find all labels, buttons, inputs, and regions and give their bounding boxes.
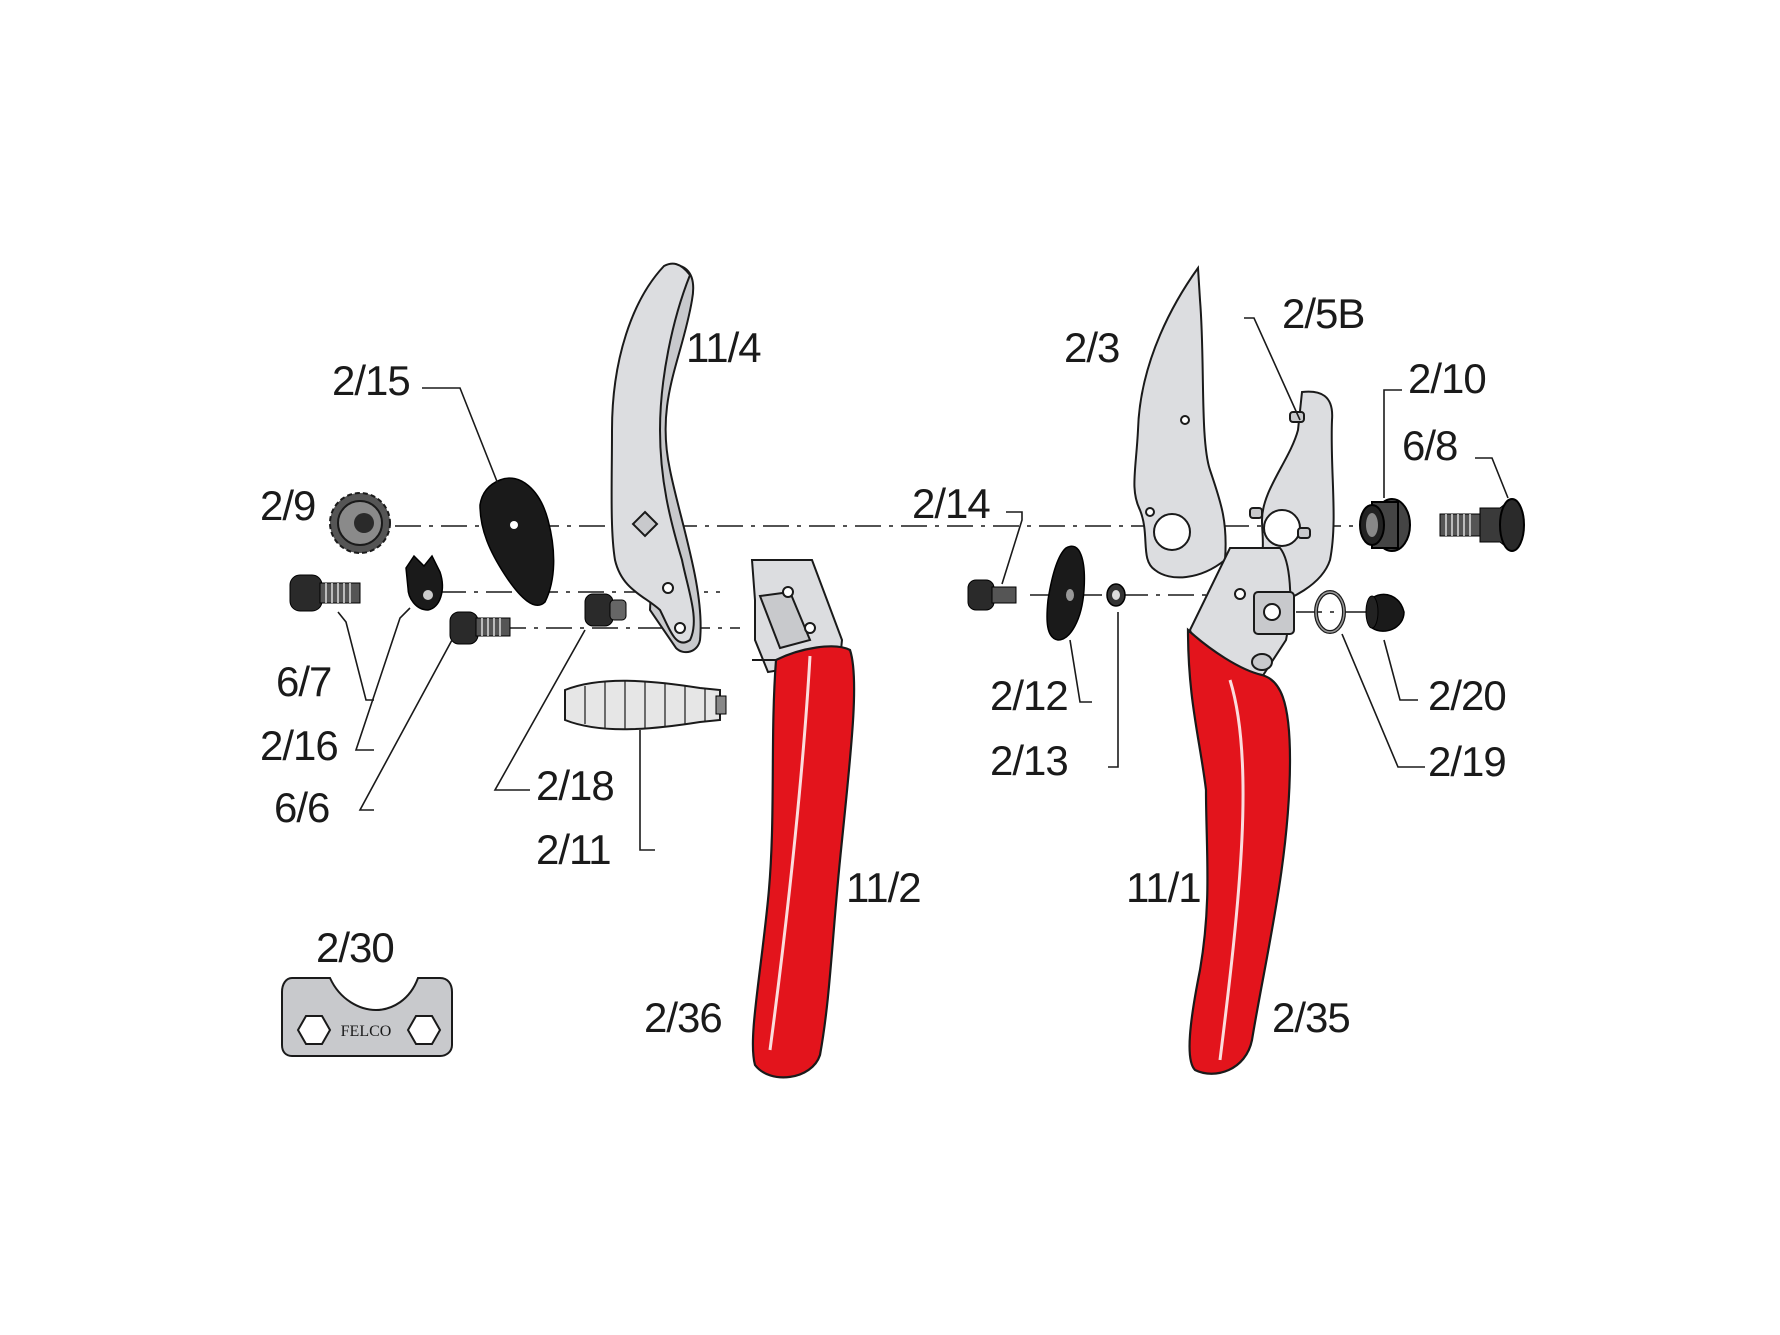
bolt-part-6-6 (449, 611, 511, 645)
label-2-9: 2/9 (260, 482, 315, 529)
bolt-part-6-7 (289, 574, 361, 612)
label-2-14: 2/14 (912, 480, 990, 527)
label-2-18: 2/18 (536, 762, 614, 809)
plate-part-2-15 (479, 477, 555, 606)
handle-part-11-1 (1186, 547, 1295, 1075)
label-6-6: 6/6 (274, 784, 329, 831)
bushing-part-2-10 (1359, 498, 1411, 552)
spring-part-2-11 (564, 679, 727, 731)
handle-part-11-2 (750, 559, 856, 1079)
label-2-3: 2/3 (1064, 324, 1119, 371)
label-2-16: 2/16 (260, 722, 338, 769)
pivot-bolt-part-6-8 (1439, 498, 1525, 552)
anvil-blade-part-11-4 (610, 262, 702, 654)
label-2-11: 2/11 (536, 826, 611, 873)
label-2-30: 2/30 (316, 924, 394, 971)
label-2-15: 2/15 (332, 357, 410, 404)
label-2-35: 2/35 (1272, 994, 1350, 1041)
nut-part-2-18 (584, 593, 627, 627)
label-2-20: 2/20 (1428, 672, 1506, 719)
part-labels: 11/4 2/15 2/9 6/7 2/16 6/6 2/18 2/11 11/… (260, 290, 1507, 1041)
screw-part-2-14 (967, 579, 1017, 611)
label-11-4: 11/4 (686, 324, 761, 371)
label-6-8: 6/8 (1402, 422, 1457, 469)
blade-part-2-3 (1133, 265, 1227, 579)
label-11-1: 11/1 (1126, 864, 1201, 911)
cap-nut-part-2-20 (1365, 593, 1405, 632)
label-2-12: 2/12 (990, 672, 1068, 719)
gear-nut-part-2-9 (329, 492, 391, 554)
washer-part-2-13 (1106, 583, 1126, 607)
label-6-7: 6/7 (276, 658, 331, 705)
label-2-10: 2/10 (1408, 355, 1486, 402)
label-2-36: 2/36 (644, 994, 722, 1041)
wrench-part-2-30: FELCO (281, 977, 453, 1057)
ring-washer-part-2-19 (1314, 590, 1346, 634)
catch-part-2-12 (1046, 545, 1086, 641)
label-11-2: 11/2 (846, 864, 921, 911)
wrench-logo-text: FELCO (341, 1023, 392, 1040)
leader-lines (337, 317, 1509, 851)
lever-part-2-16 (405, 554, 444, 611)
label-2-5B: 2/5B (1282, 290, 1364, 337)
label-2-19: 2/19 (1428, 738, 1506, 785)
label-2-13: 2/13 (990, 737, 1068, 784)
